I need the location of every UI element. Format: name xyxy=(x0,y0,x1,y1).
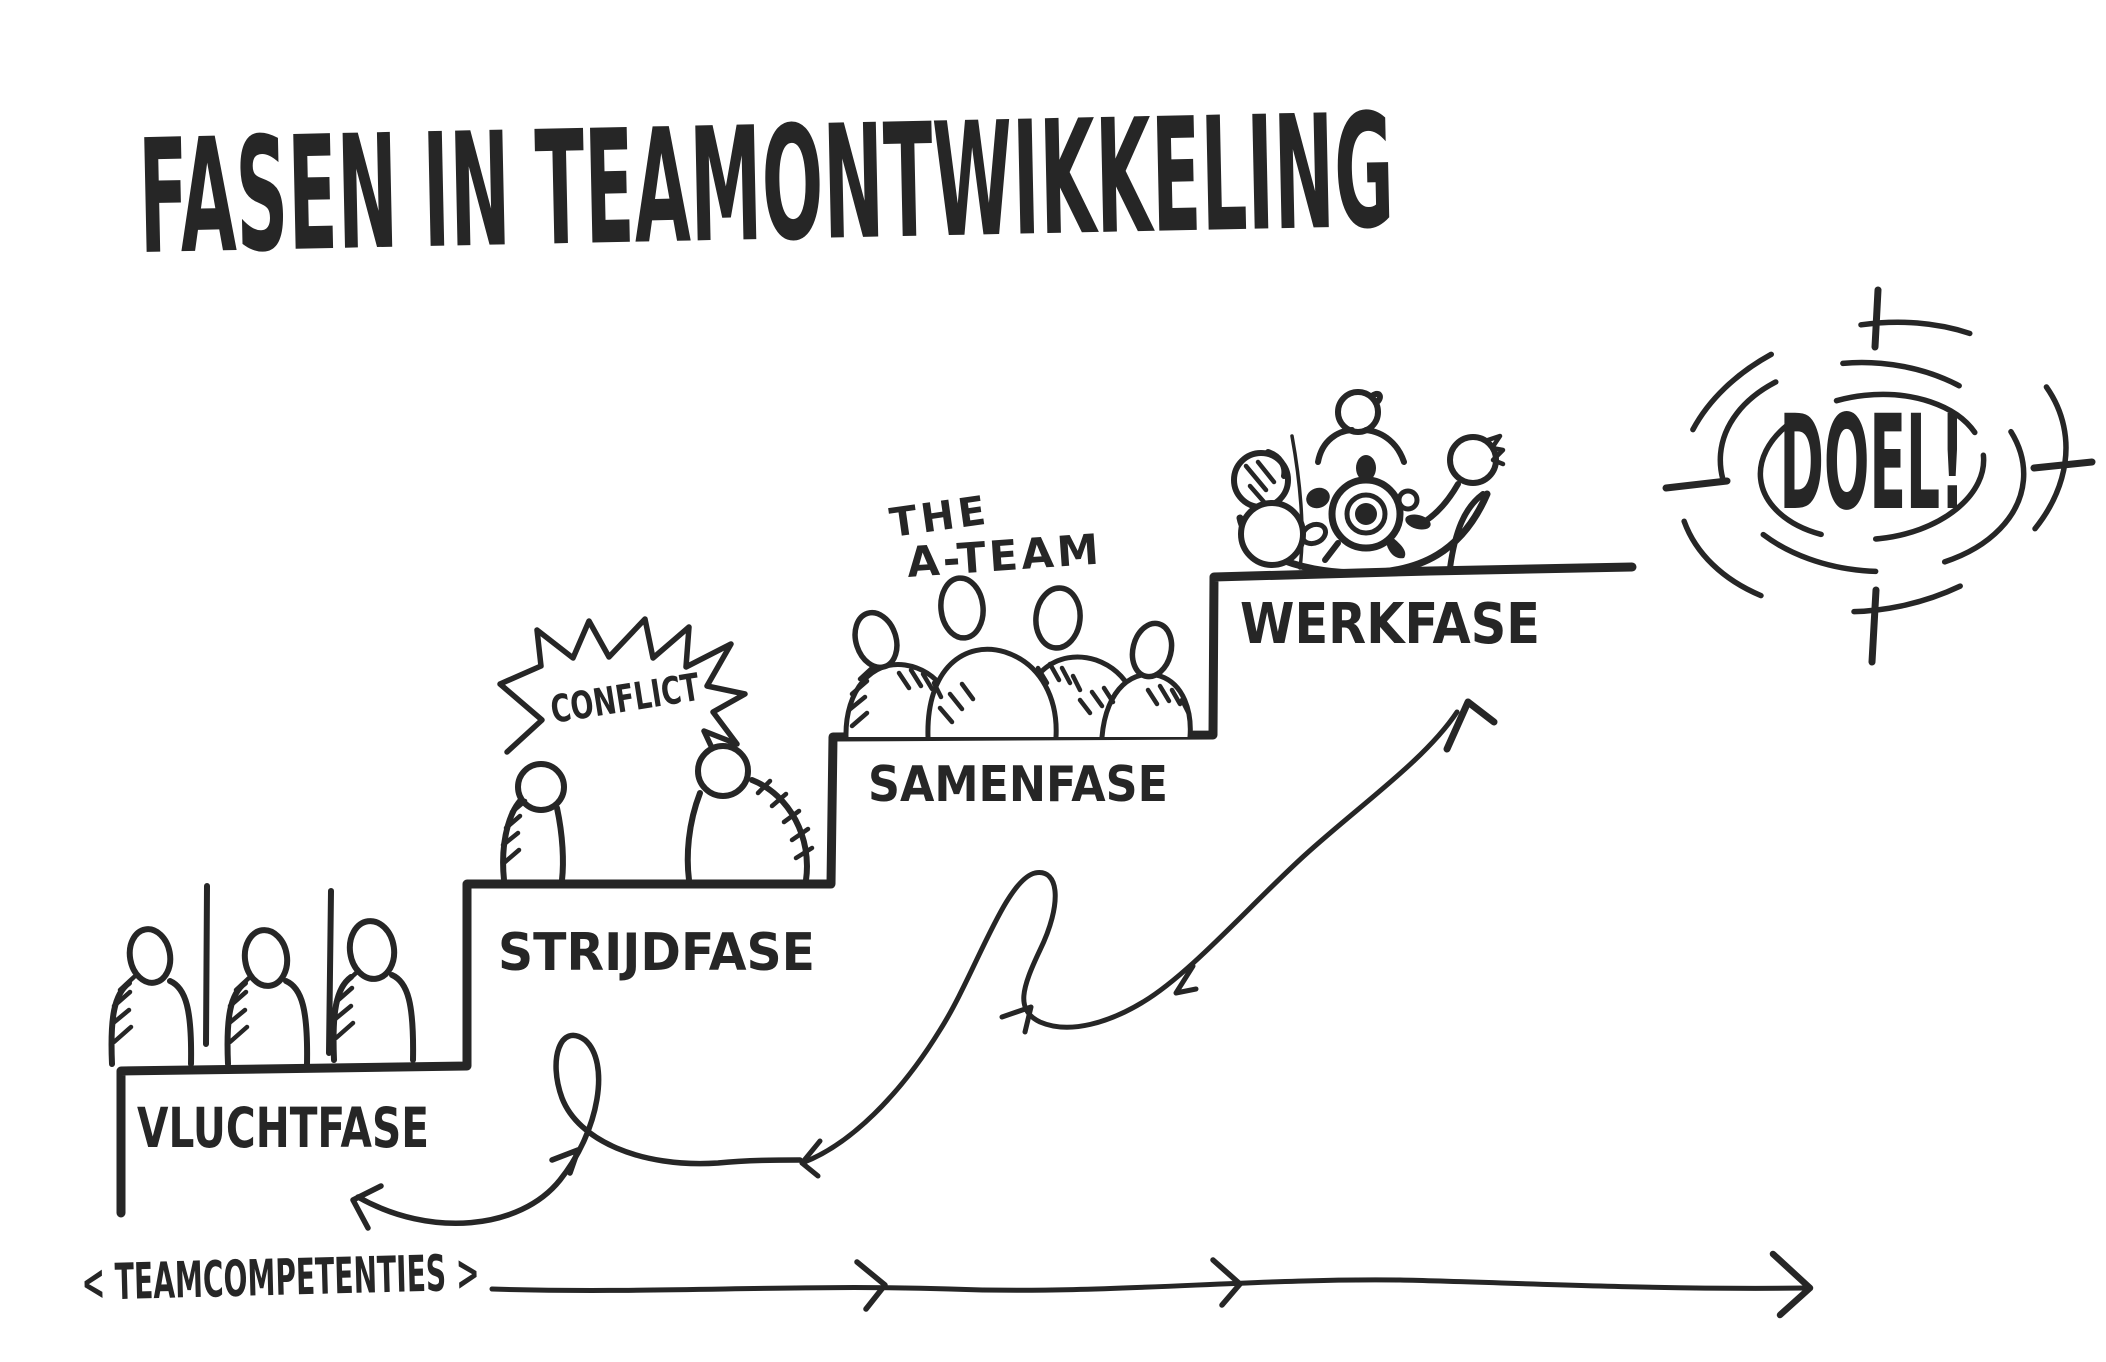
loop-arrow-2 xyxy=(799,698,1498,1179)
burst-tick-top xyxy=(1871,286,1882,351)
a-team-callout: THE A-TEAM xyxy=(887,488,1100,587)
arrowhead-back-left xyxy=(350,1183,384,1231)
doel-burst: DOEL! xyxy=(1662,286,2096,666)
page-title: FASEN IN TEAMONTWIKKELING xyxy=(137,80,1396,290)
phase-label-strijdfase: STRIJDFASE xyxy=(498,923,815,983)
team-huddle-figures xyxy=(843,575,1193,740)
axis-arrowhead xyxy=(1769,1250,1814,1319)
divider-wall-1 xyxy=(203,883,210,1047)
page-title-text: FASEN IN TEAMONTWIKKELING xyxy=(137,80,1396,290)
axis-label: < TEAMCOMPETENTIES > xyxy=(81,1244,480,1312)
conflict-label: CONFLICT xyxy=(548,665,703,732)
goal-label: DOEL! xyxy=(1780,387,1965,540)
phase-label-samenfase: SAMENFASE xyxy=(868,756,1168,813)
staircase-outline xyxy=(116,562,1637,1218)
burst-tick-right xyxy=(2030,458,2096,472)
conflict-starburst: CONFLICT xyxy=(497,616,748,768)
burst-tick-left xyxy=(1662,477,1731,492)
strijdfase-figures xyxy=(500,743,815,883)
arrowhead-back-mid xyxy=(799,1138,823,1179)
axis-line xyxy=(489,1277,1809,1293)
arrowhead-forward-2 xyxy=(999,1004,1034,1035)
boat-illustration xyxy=(1231,389,1506,577)
arrowhead-forward-1 xyxy=(549,1147,581,1176)
loop-arrow-1 xyxy=(350,1032,803,1231)
vluchtfase-figures xyxy=(108,918,417,1067)
competence-axis: < TEAMCOMPETENTIES > xyxy=(81,1244,1814,1319)
phase-label-werkfase: WERKFASE xyxy=(1240,592,1540,657)
axis-chevron-1 xyxy=(854,1259,888,1312)
arrowhead-back-right xyxy=(1173,963,1199,996)
divider-wall-2 xyxy=(326,888,334,1056)
burst-tick-bottom xyxy=(1868,586,1880,666)
phase-label-vluchtfase: VLUCHTFASE xyxy=(137,1096,429,1160)
arrowhead-to-werkfase xyxy=(1443,698,1498,753)
axis-chevron-2 xyxy=(1210,1257,1243,1308)
